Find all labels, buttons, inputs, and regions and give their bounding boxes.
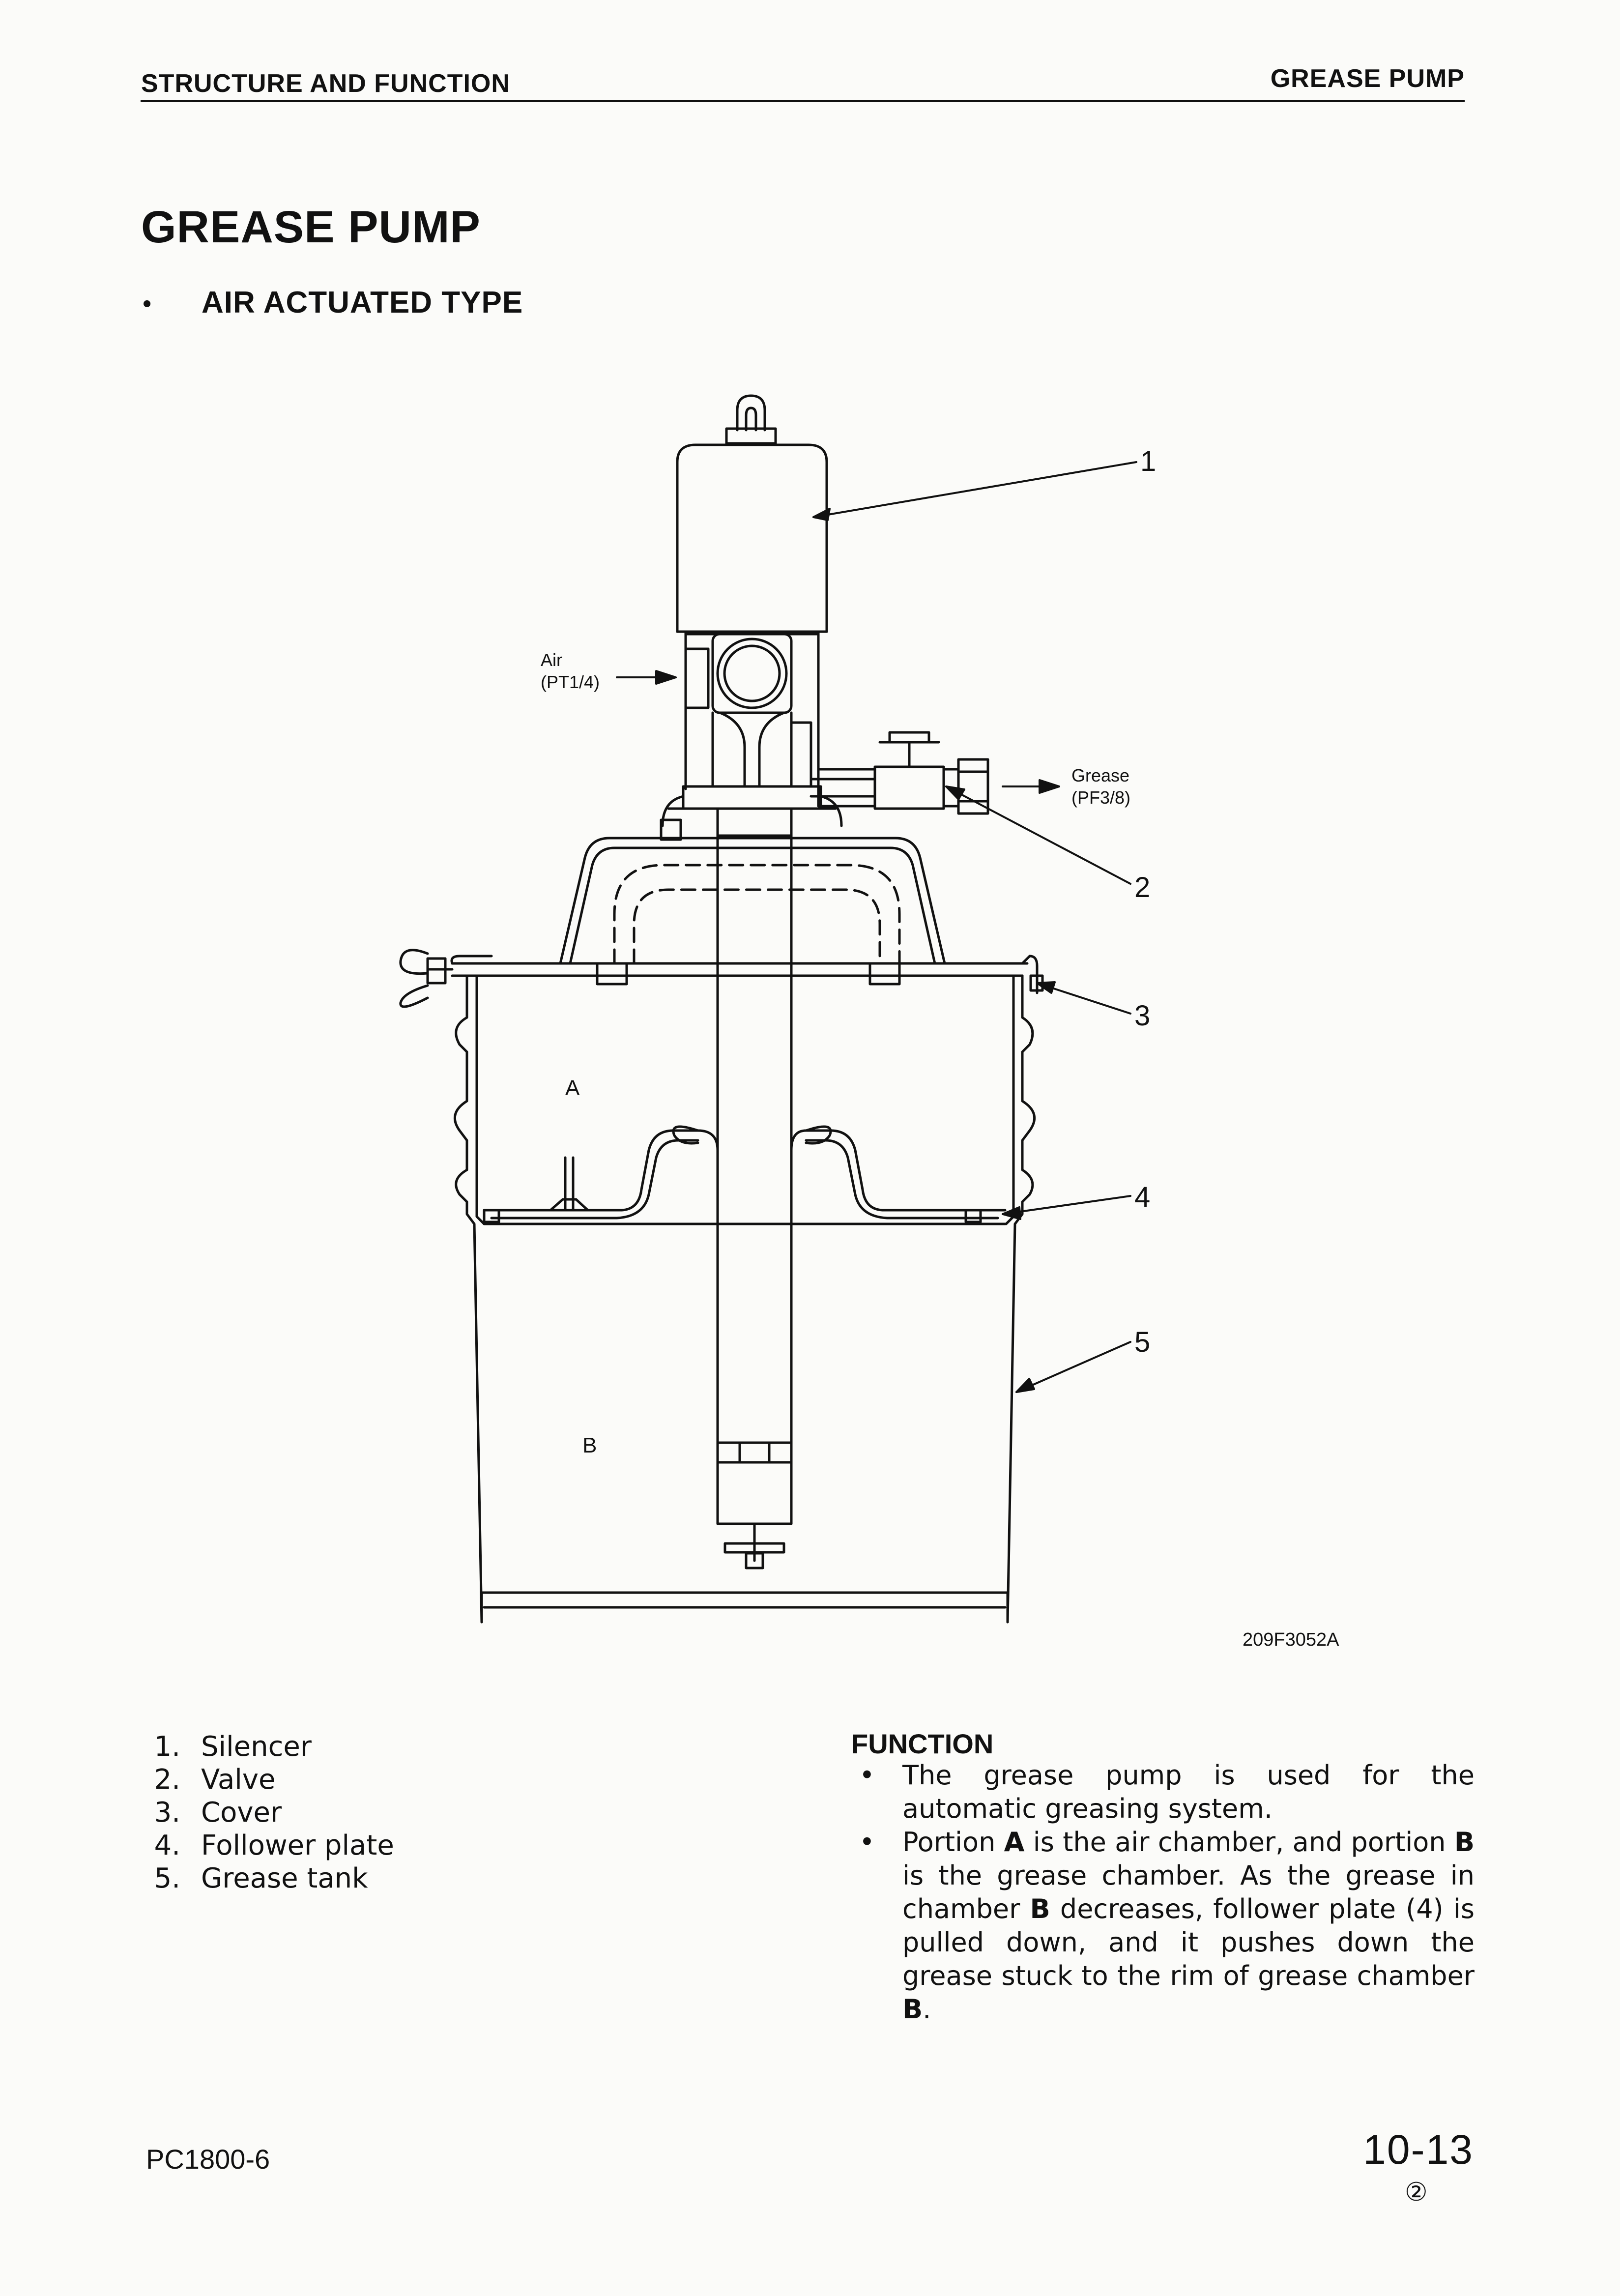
chamber-a-label: A (565, 1076, 580, 1100)
legend-label: Valve (201, 1764, 276, 1796)
legend-item: 5. Grease tank (129, 1862, 394, 1895)
legend-num: 5. (154, 1862, 180, 1894)
pump-tube (716, 834, 793, 1525)
header-section: STRUCTURE AND FUNCTION (141, 69, 510, 98)
function-body: • The grease pump is used for the automa… (851, 1759, 1475, 2026)
leader-lines (616, 461, 1137, 1393)
page-number: 10-13 (1363, 2126, 1474, 2173)
grease-label: Grease (1071, 765, 1129, 785)
callout-1: 1 (1140, 445, 1156, 477)
legend-label: Cover (201, 1797, 282, 1829)
function-text-part: Portion (902, 1827, 1004, 1858)
legend-num: 2. (154, 1764, 180, 1796)
function-text-part: B (1030, 1893, 1050, 1924)
tank-right-wall (1006, 974, 1036, 1624)
function-item: • Portion A is the air chamber, and port… (851, 1826, 1475, 2026)
callout-2: 2 (1134, 872, 1150, 903)
function-text-part: . (923, 1994, 931, 2025)
function-text-part: is the air chamber, and portion (1024, 1827, 1454, 1858)
function-text-part: is the grease chamber. As the grease in … (902, 1860, 1475, 1924)
lifting-eye (725, 394, 777, 445)
function-text-part: decreases, follower plate (4) is pulled … (902, 1893, 1475, 1991)
legend-num: 4. (154, 1830, 180, 1861)
figure-code: 209F3052A (1243, 1629, 1339, 1650)
subtitle-bullet: • (143, 290, 152, 318)
header-topic: GREASE PUMP (1270, 64, 1465, 93)
tank-left-wall (454, 974, 483, 1624)
follower-plate (483, 1125, 1007, 1225)
legend-label: Follower plate (201, 1830, 394, 1861)
callout-5: 5 (1134, 1326, 1150, 1358)
legend-item: 3. Cover (129, 1796, 394, 1829)
air-port-label: (PT1/4) (541, 672, 600, 692)
legend-item: 2. Valve (129, 1763, 394, 1796)
function-text-part: A (1004, 1827, 1025, 1858)
revision-mark: ② (1405, 2178, 1428, 2207)
header-rule (141, 100, 1465, 102)
legend-item: 4. Follower plate (129, 1829, 394, 1862)
silencer-body (676, 443, 828, 633)
function-heading: FUNCTION (851, 1728, 994, 1759)
legend-label: Silencer (201, 1731, 312, 1763)
grease-port-label: (PF3/8) (1071, 787, 1130, 808)
function-text: The grease pump is used for the automati… (902, 1760, 1475, 1824)
air-label: Air (541, 650, 562, 670)
air-inlet-port (716, 638, 788, 709)
footer-model: PC1800-6 (146, 2144, 270, 2175)
page-title: GREASE PUMP (141, 202, 481, 252)
cover-dome (559, 837, 946, 965)
legend-num: 1. (154, 1731, 180, 1763)
bullet-dot: • (859, 1827, 875, 1858)
parts-legend: 1. Silencer 2. Valve 3. Cover 4. Follower pl… (129, 1730, 394, 1895)
wing-nut (399, 949, 454, 1008)
page-subtitle: AIR ACTUATED TYPE (202, 286, 523, 320)
function-item: • The grease pump is used for the automa… (851, 1759, 1475, 1826)
callout-3: 3 (1134, 1000, 1150, 1032)
chamber-b-label: B (582, 1433, 597, 1457)
callout-4: 4 (1134, 1181, 1150, 1213)
function-text-part: B (902, 1994, 923, 2025)
bullet-dot: • (859, 1760, 875, 1791)
valve-assembly (810, 731, 989, 815)
function-text-part: B (1454, 1827, 1475, 1858)
legend-item: 1. Silencer (129, 1730, 394, 1763)
legend-num: 3. (154, 1797, 180, 1829)
legend-label: Grease tank (201, 1862, 368, 1894)
